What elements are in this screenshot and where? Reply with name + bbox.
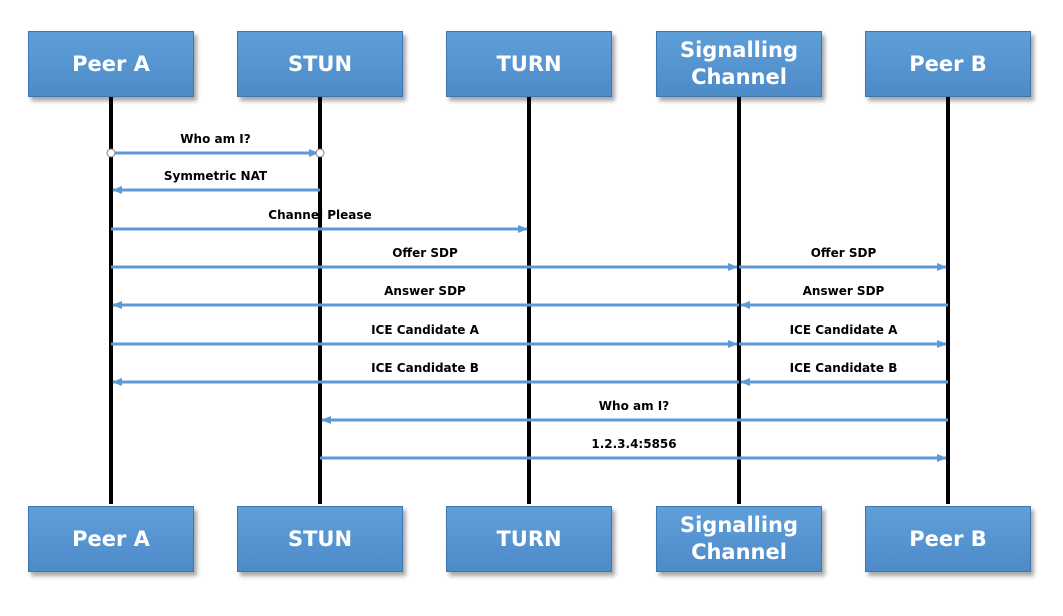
message-label: Symmetric NAT bbox=[164, 169, 268, 183]
participant-peer-a-top: Peer A bbox=[28, 31, 194, 97]
message-label: ICE Candidate B bbox=[371, 361, 479, 375]
message-label: Answer SDP bbox=[803, 284, 885, 298]
participant-peer-b-bottom: Peer B bbox=[865, 506, 1031, 572]
message-label: 1.2.3.4:5856 bbox=[591, 437, 676, 451]
lifeline-turn bbox=[527, 97, 531, 504]
message-arrow: ICE Candidate B bbox=[112, 361, 739, 386]
message-label: ICE Candidate A bbox=[371, 323, 480, 337]
message-arrow: Symmetric NAT bbox=[112, 169, 320, 194]
participant-peer-b-top: Peer B bbox=[865, 31, 1031, 97]
participant-stun-top: STUN bbox=[237, 31, 403, 97]
participant-signalling-bottom: Signalling Channel bbox=[656, 506, 822, 572]
participant-signalling-top: Signalling Channel bbox=[656, 31, 822, 97]
message-arrow: Offer SDP bbox=[111, 246, 738, 271]
participant-peer-a-bottom: Peer A bbox=[28, 506, 194, 572]
message-label: ICE Candidate A bbox=[790, 323, 899, 337]
message-label: Offer SDP bbox=[811, 246, 877, 260]
message-endpoint-circle bbox=[106, 148, 116, 158]
message-label: Answer SDP bbox=[384, 284, 466, 298]
message-label: ICE Candidate B bbox=[790, 361, 898, 375]
message-label: Who am I? bbox=[180, 132, 250, 146]
message-arrow: Channel Please bbox=[111, 208, 528, 233]
lifeline-signalling bbox=[737, 97, 741, 504]
participant-turn-top: TURN bbox=[446, 31, 612, 97]
lifeline-stun bbox=[318, 97, 322, 504]
participant-stun-bottom: STUN bbox=[237, 506, 403, 572]
participant-turn-bottom: TURN bbox=[446, 506, 612, 572]
message-arrow: Who am I? bbox=[106, 132, 325, 158]
message-arrow: Offer SDP bbox=[739, 246, 947, 271]
message-label: Channel Please bbox=[268, 208, 371, 222]
message-arrow: Answer SDP bbox=[112, 284, 739, 309]
message-arrow: ICE Candidate A bbox=[111, 323, 738, 348]
message-arrow: Who am I? bbox=[321, 399, 948, 424]
message-arrow: ICE Candidate A bbox=[739, 323, 947, 348]
message-label: Who am I? bbox=[599, 399, 669, 413]
lifeline-peer-b bbox=[946, 97, 950, 504]
message-arrow: ICE Candidate B bbox=[740, 361, 948, 386]
message-arrow: Answer SDP bbox=[740, 284, 948, 309]
message-arrow: 1.2.3.4:5856 bbox=[320, 437, 947, 462]
lifeline-peer-a bbox=[109, 97, 113, 504]
message-label: Offer SDP bbox=[392, 246, 458, 260]
message-endpoint-circle bbox=[315, 148, 325, 158]
